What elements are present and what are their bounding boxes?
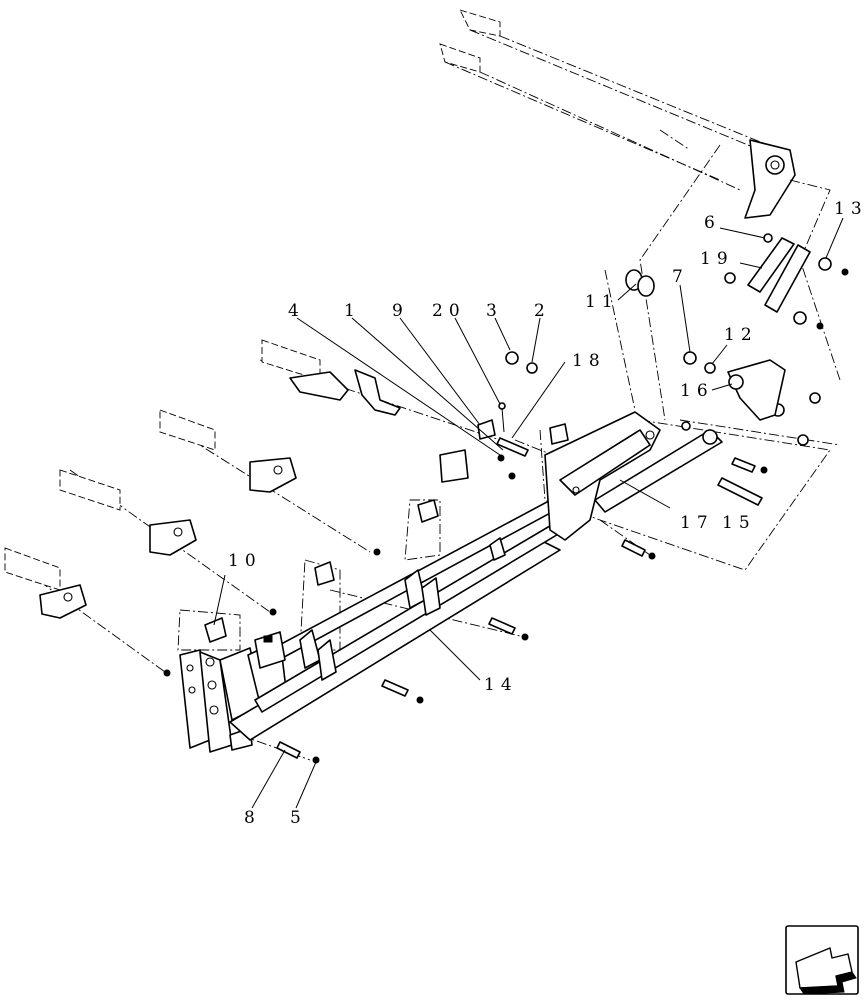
callout-19: 19 bbox=[700, 249, 734, 269]
callout-9: 9 bbox=[392, 301, 409, 321]
callout-labels: 4 1 9 20 3 2 18 11 7 6 19 13 12 16 17 15… bbox=[228, 199, 864, 828]
next-page-arrow-icon[interactable] bbox=[785, 925, 859, 995]
callout-leaders bbox=[213, 217, 844, 809]
callout-12: 12 bbox=[724, 325, 758, 345]
upper-frame-ghost bbox=[439, 9, 781, 191]
callout-2: 2 bbox=[534, 301, 551, 321]
callout-14: 14 bbox=[484, 675, 518, 695]
callout-6: 6 bbox=[704, 213, 721, 233]
callout-18: 18 bbox=[572, 351, 606, 371]
hardware-parts bbox=[163, 233, 849, 764]
callout-17: 17 bbox=[680, 513, 714, 533]
ghost-brackets bbox=[4, 339, 469, 619]
upper-mount-bracket bbox=[744, 139, 796, 219]
callout-5: 5 bbox=[290, 808, 307, 828]
callout-7: 7 bbox=[672, 267, 689, 287]
callout-3: 3 bbox=[486, 301, 503, 321]
callout-10: 10 bbox=[228, 551, 262, 571]
callout-11: 11 bbox=[585, 292, 619, 312]
callout-4: 4 bbox=[288, 301, 305, 321]
main-arm-assembly bbox=[179, 411, 723, 753]
callout-16: 16 bbox=[680, 381, 714, 401]
callout-15: 15 bbox=[722, 513, 756, 533]
callout-8: 8 bbox=[244, 808, 261, 828]
construction-lines bbox=[9, 144, 841, 761]
callout-13: 13 bbox=[834, 199, 864, 219]
callout-20: 20 bbox=[432, 301, 466, 321]
callout-1: 1 bbox=[344, 301, 361, 321]
